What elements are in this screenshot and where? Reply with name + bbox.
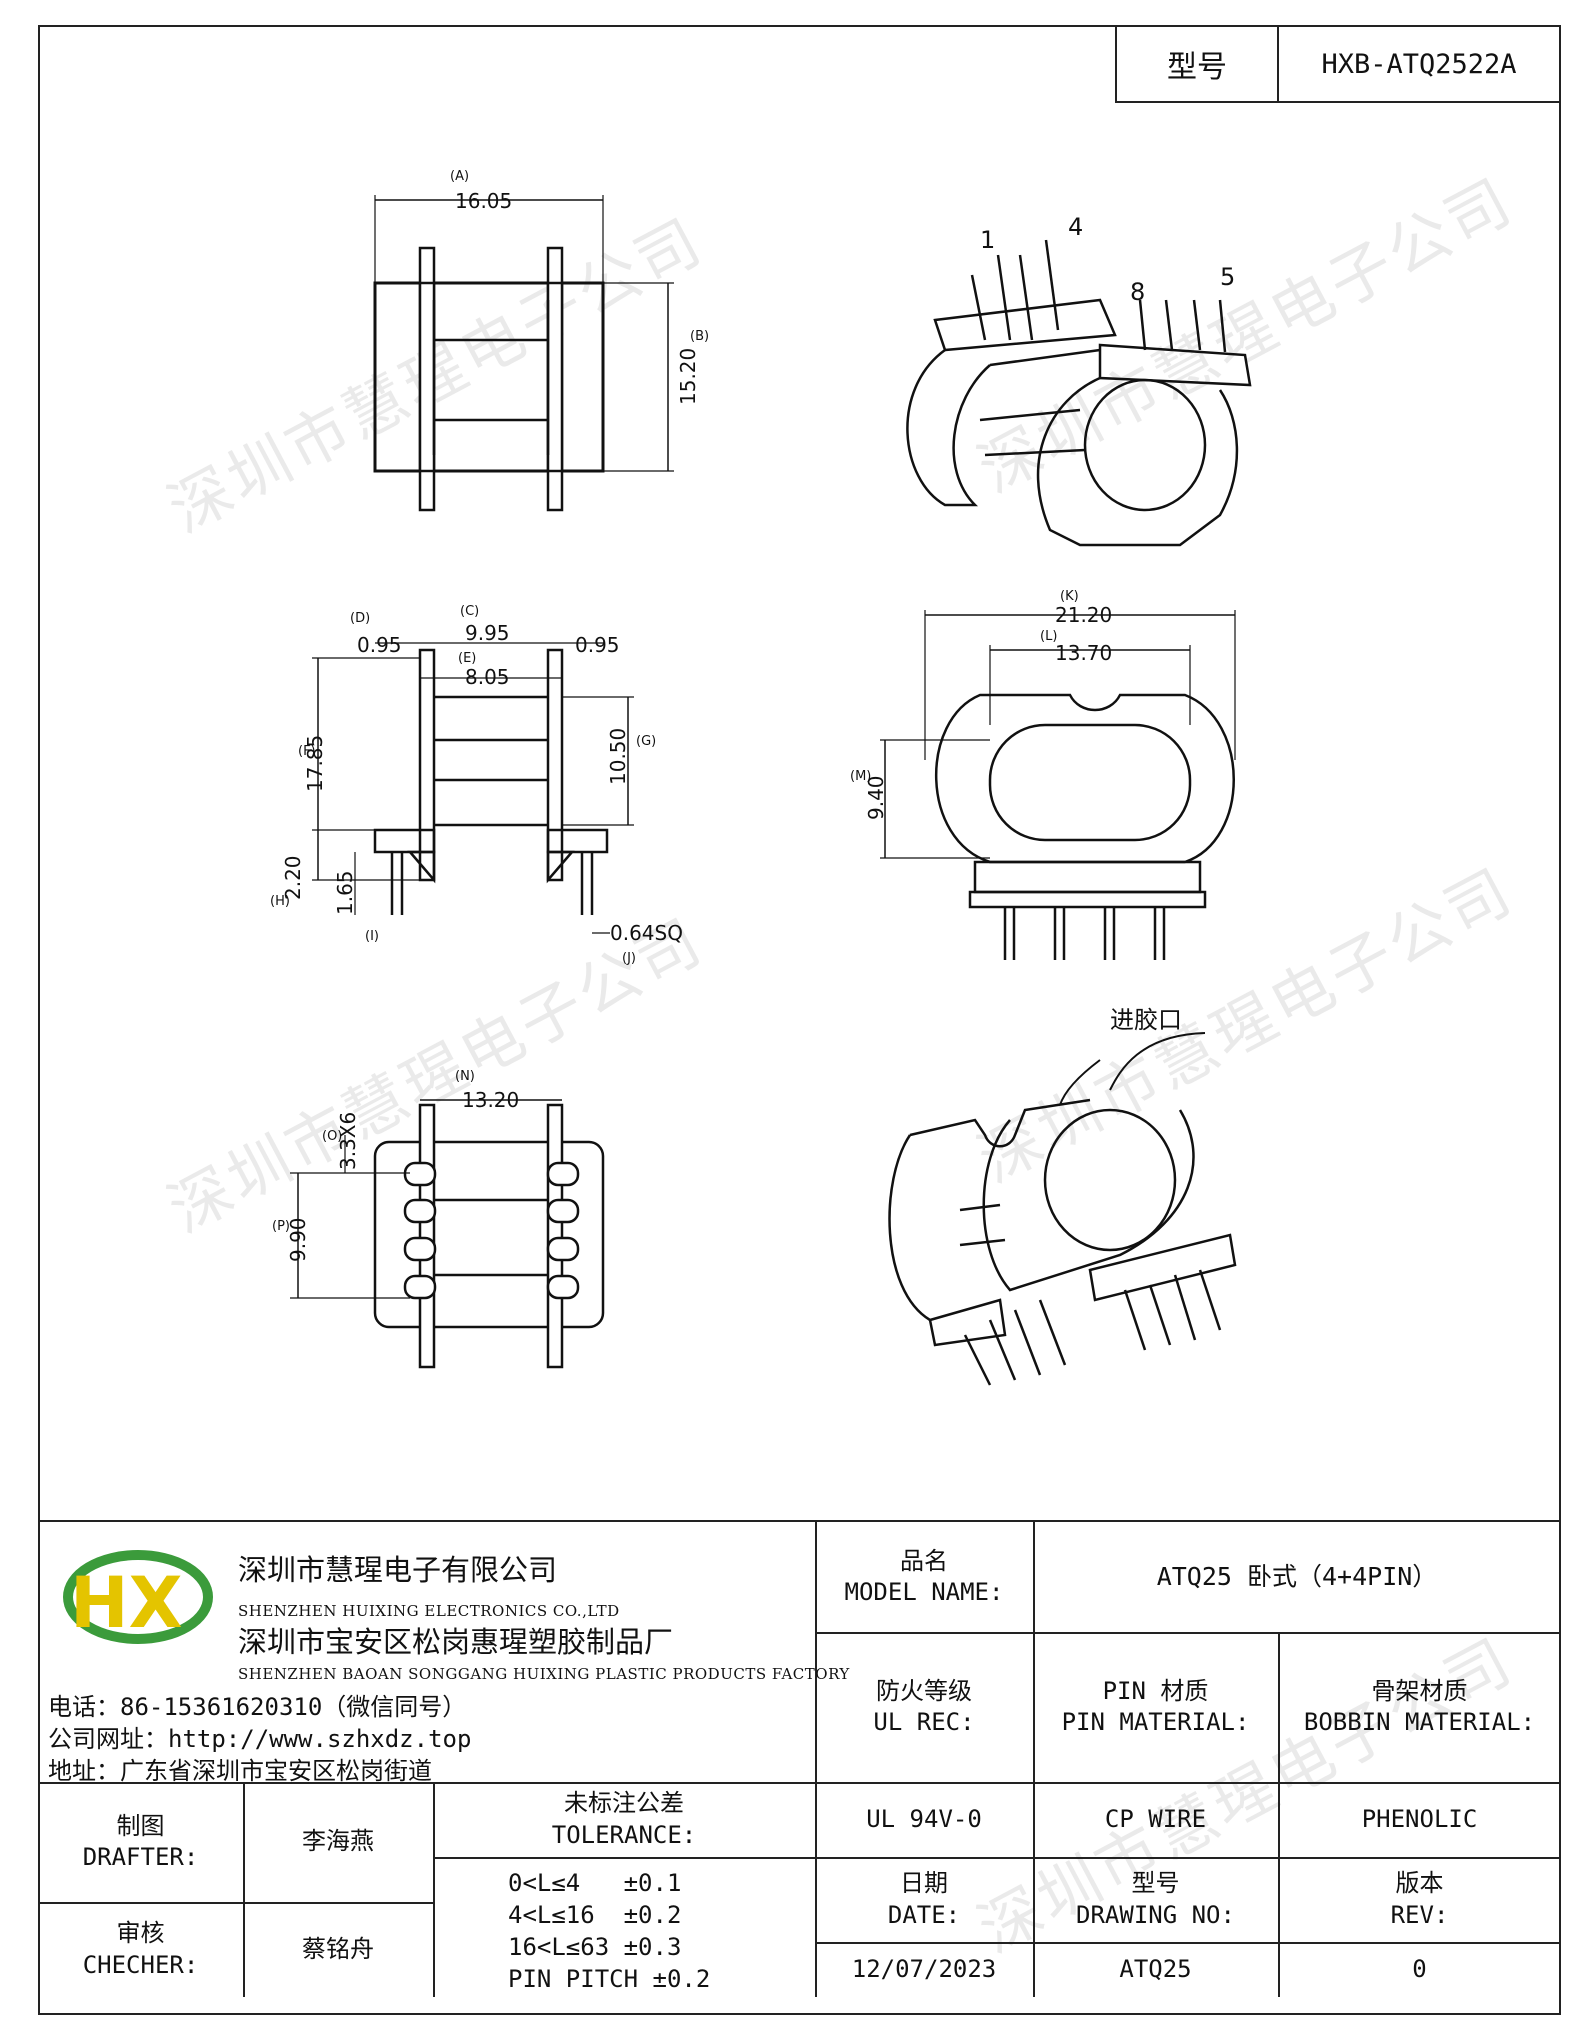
dim-m-value: 9.40 <box>864 775 888 820</box>
dim-i-value: 1.65 <box>333 870 357 915</box>
dim-c-tag: (C) <box>460 604 479 619</box>
contact-website: 公司网址：http://www.szhxdz.top <box>48 1725 472 1753</box>
dim-b-tag: (B) <box>690 329 709 344</box>
company-name-en: SHENZHEN HUIXING ELECTRONICS CO.,LTD <box>238 1602 620 1620</box>
ul-rec-value: UL 94V-0 <box>866 1804 982 1833</box>
tolerance-row: 16<L≤63 ±0.3 <box>508 1933 682 1961</box>
dim-h-tag: (H) <box>270 894 290 909</box>
dim-d-left: 0.95 <box>357 633 402 657</box>
model-value: HXB-ATQ2522A <box>1321 48 1517 80</box>
dim-p-value: 9.90 <box>286 1217 310 1262</box>
dim-e-value: 8.05 <box>465 665 510 689</box>
dim-g-value: 10.50 <box>606 728 630 785</box>
dim-f-value: 17.85 <box>303 735 327 792</box>
checker-label: 审核 CHECHER: <box>82 1919 199 1979</box>
dim-n-tag: (N) <box>455 1069 475 1084</box>
dim-l-value: 13.70 <box>1055 641 1112 665</box>
dim-h-value: 2.20 <box>281 855 305 900</box>
tolerance-row: PIN PITCH ±0.2 <box>508 1965 711 1993</box>
dim-n-value: 13.20 <box>462 1088 519 1112</box>
dim-a-value: 16.05 <box>455 189 512 213</box>
pin-label-5: 5 <box>1220 263 1235 291</box>
dim-d-tag: (D) <box>350 611 370 626</box>
contact-address: 地址：广东省深圳市宝安区松岗街道 <box>48 1757 432 1785</box>
drafter-value: 李海燕 <box>302 1827 374 1856</box>
bobbin-material-value: PHENOLIC <box>1361 1804 1478 1833</box>
model-name-label: 品名 MODEL NAME: <box>844 1546 1004 1606</box>
ul-rec-label: 防火等级 UL REC: <box>873 1676 975 1736</box>
factory-name-cn: 深圳市宝安区松岗惠瑆塑胶制品厂 <box>238 1625 674 1659</box>
dim-m-tag: (M) <box>850 769 871 784</box>
bottom-view <box>290 1099 605 1369</box>
dim-pitch-value: 3.3X6 <box>336 1112 360 1170</box>
drawing-no-label: 型号 DRAWING NO: <box>1076 1869 1235 1929</box>
pin-material-label: PIN 材质 PIN MATERIAL: <box>1061 1676 1250 1736</box>
dim-j-value: 0.64SQ <box>610 921 683 945</box>
dim-b-value: 15.20 <box>676 348 700 405</box>
top-view <box>373 195 674 512</box>
dim-l-tag: (L) <box>1040 629 1057 644</box>
rev-label: 版本 REV: <box>1390 1869 1449 1929</box>
drawing-no-value: ATQ25 <box>1119 1954 1192 1983</box>
title-block: HX 深圳市慧瑆电子有限公司 SHENZHEN HUIXING ELECTRON… <box>38 1520 1561 2017</box>
contact-phone: 电话：86-15361620310（微信同号） <box>48 1693 467 1721</box>
dim-k-value: 21.20 <box>1055 603 1112 627</box>
iso-view-bottom <box>888 1032 1237 1386</box>
tolerance-label: 未标注公差 TOLERANCE: <box>551 1789 697 1849</box>
dim-d-right: 0.95 <box>575 633 620 657</box>
dim-j-tag: (J) <box>622 951 636 966</box>
pin-label-8: 8 <box>1130 278 1145 306</box>
drawing-frame <box>38 25 1561 2015</box>
gate-label: 进胶口 <box>1110 1006 1182 1034</box>
model-label: 型号 <box>1117 27 1279 101</box>
dim-p-tag: (P) <box>272 1219 290 1234</box>
pin-material-value: CP WIRE <box>1104 1804 1207 1833</box>
dim-f-tag: (F) <box>298 744 316 759</box>
dim-k-tag: (K) <box>1060 589 1079 604</box>
logo-text: HX <box>70 1562 183 1644</box>
iso-view-top <box>906 239 1252 547</box>
technical-drawing: (A) 16.05 15.20 (B) (C) 9.95 (D) 0.95 0.… <box>270 169 1252 1386</box>
dim-e-tag: (E) <box>458 651 476 666</box>
front-view <box>312 642 634 934</box>
tolerance-row: 0<L≤4 ±0.1 <box>508 1869 682 1897</box>
drafter-label: 制图 DRAFTER: <box>82 1811 199 1871</box>
dim-a-tag: (A) <box>450 169 469 184</box>
model-box: 型号 HXB-ATQ2522A <box>1115 25 1561 103</box>
rev-value: 0 <box>1412 1954 1427 1983</box>
side-view <box>880 610 1236 960</box>
date-label: 日期 DATE: <box>887 1869 961 1929</box>
company-logo: HX <box>63 1550 213 1644</box>
dim-pitch-tag: (O) <box>322 1129 342 1144</box>
date-value: 12/07/2023 <box>851 1954 997 1983</box>
model-name-value: ATQ25 卧式（4+4PIN） <box>1156 1561 1438 1591</box>
company-name-cn: 深圳市慧瑆电子有限公司 <box>238 1553 558 1587</box>
factory-name-en: SHENZHEN BAOAN SONGGANG HUIXING PLASTIC … <box>238 1665 850 1683</box>
bobbin-material-label: 骨架材质 BOBBIN MATERIAL: <box>1303 1676 1536 1736</box>
pin-label-1: 1 <box>980 226 995 254</box>
checker-value: 蔡铭舟 <box>302 1934 374 1963</box>
pin-label-4: 4 <box>1068 213 1083 241</box>
dim-c-value: 9.95 <box>465 621 510 645</box>
tolerance-row: 4<L≤16 ±0.2 <box>508 1901 682 1929</box>
dim-g-tag: (G) <box>636 734 656 749</box>
dim-i-tag: (I) <box>365 929 379 944</box>
